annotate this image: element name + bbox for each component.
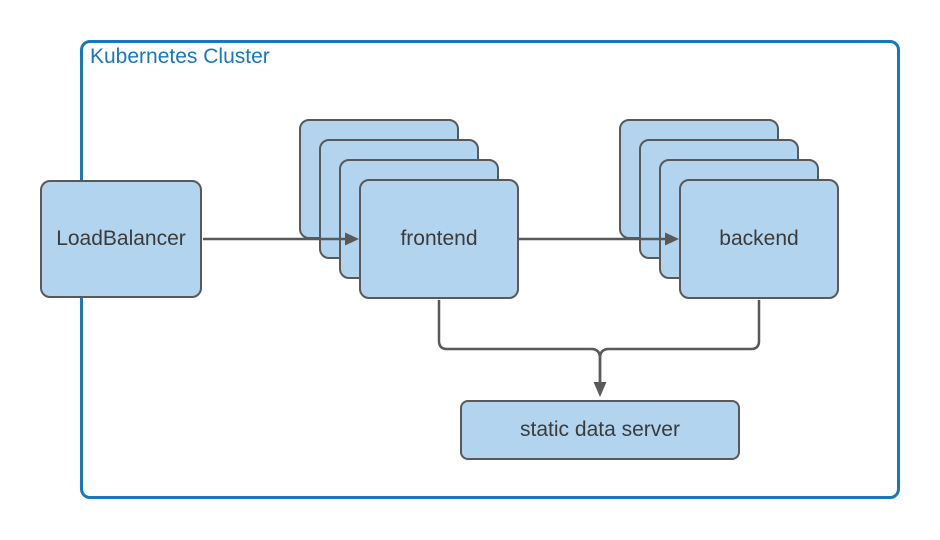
backend-label: backend xyxy=(719,227,799,250)
static-data-server-label: static data server xyxy=(520,418,680,441)
node-static-data-server: static data server xyxy=(460,400,740,460)
node-backend: backend xyxy=(679,179,839,299)
node-frontend: frontend xyxy=(359,179,519,299)
load-balancer-label: LoadBalancer xyxy=(56,227,186,250)
cluster-title: Kubernetes Cluster xyxy=(90,45,270,68)
frontend-label: frontend xyxy=(400,227,478,250)
node-load-balancer: LoadBalancer xyxy=(40,180,202,298)
